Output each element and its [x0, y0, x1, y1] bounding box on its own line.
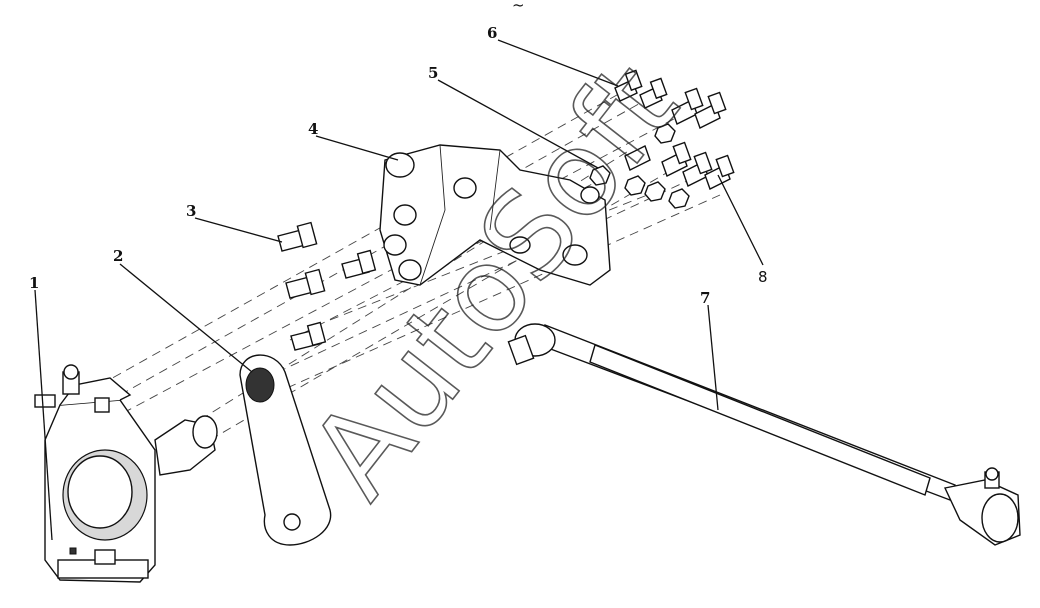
callout-6: 6: [487, 24, 497, 42]
header-mark: ~: [512, 0, 525, 14]
mounting-bracket: [379, 144, 611, 286]
callout-8: 8: [758, 268, 768, 286]
bolts-set-8: [624, 87, 735, 190]
callout-5: 5: [428, 64, 438, 82]
callout-3: 3: [186, 202, 196, 220]
steering-gear-box: [34, 364, 218, 583]
bolts-set-3: [277, 221, 377, 351]
bolts-set-6: [614, 69, 668, 109]
callout-4: 4: [308, 120, 318, 138]
callout-2: 2: [113, 247, 123, 265]
leader-lines: [34, 39, 764, 541]
pitman-arm: [239, 354, 332, 546]
callout-7: 7: [700, 289, 710, 307]
callout-labels: 1 2 3 4 5 6 7 8: [29, 24, 768, 307]
nuts-set-5: [589, 123, 690, 209]
tie-rod: [507, 323, 1021, 546]
callout-1: 1: [29, 274, 39, 292]
